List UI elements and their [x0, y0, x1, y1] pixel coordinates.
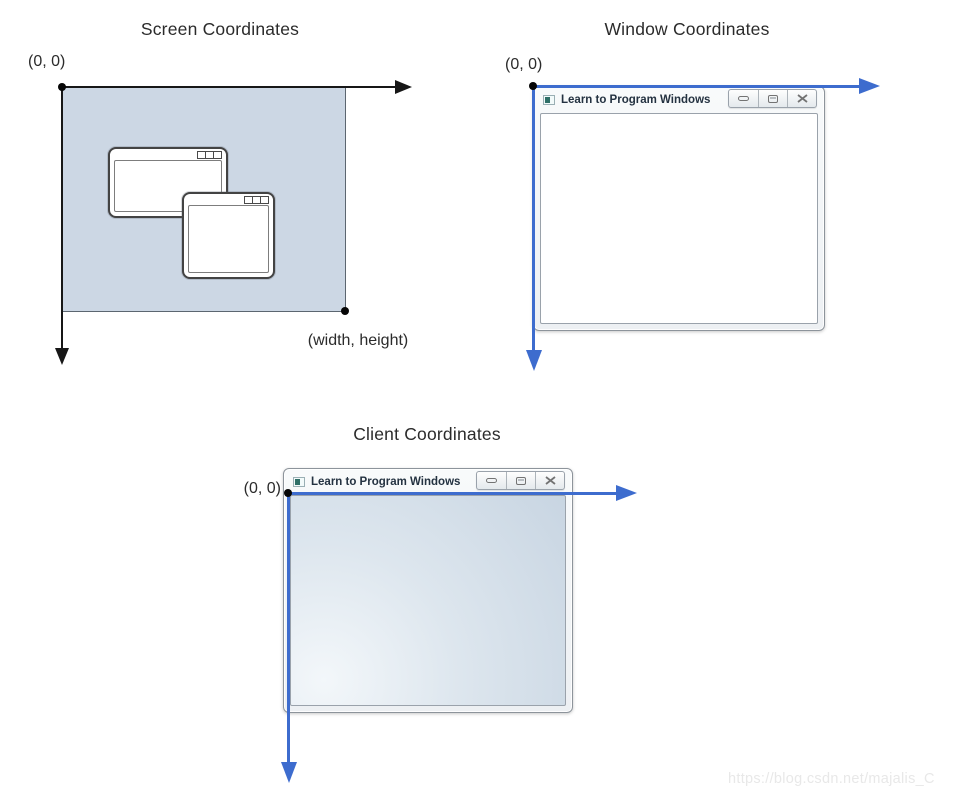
close-icon: [544, 476, 556, 485]
app-window: Learn to Program Windows: [533, 86, 825, 331]
maximize-button: [506, 472, 535, 489]
maximize-button: [758, 90, 787, 107]
minimize-button: [729, 90, 758, 107]
screen-x-axis: [62, 86, 398, 88]
minimize-button: [477, 472, 506, 489]
window-origin-dot: [529, 82, 537, 90]
caption-buttons: [476, 471, 565, 490]
caption-buttons: [728, 89, 817, 108]
screen-x-axis-arrowhead: [395, 80, 412, 94]
window-x-axis: [533, 85, 861, 88]
mini-caption-buttons: [197, 151, 222, 159]
mini-window-front: [182, 192, 275, 279]
client-coordinates-title: Client Coordinates: [353, 424, 501, 444]
mini-window-button: [260, 196, 269, 204]
screen-y-axis-arrowhead: [55, 348, 69, 365]
mini-caption-buttons: [244, 196, 269, 204]
client-area: [540, 113, 818, 324]
window-x-axis-arrowhead: [859, 78, 880, 94]
mini-client-area: [188, 205, 269, 273]
client-area: [290, 495, 566, 706]
window-title-text: Learn to Program Windows: [311, 476, 461, 488]
app-icon: [293, 477, 305, 487]
window-title-text: Learn to Program Windows: [561, 94, 711, 106]
minimize-icon: [486, 478, 497, 483]
client-x-axis: [288, 492, 618, 495]
screen-y-axis: [61, 87, 63, 350]
window-origin-label: (0, 0): [505, 56, 543, 73]
client-x-axis-arrowhead: [616, 485, 637, 501]
window-y-axis: [532, 86, 535, 352]
client-origin-dot: [284, 489, 292, 497]
close-button: [787, 90, 816, 107]
screen-coordinates-title: Screen Coordinates: [140, 19, 300, 39]
app-icon: [543, 95, 555, 105]
client-origin-label: (0, 0): [243, 480, 281, 497]
maximize-icon: [768, 94, 778, 103]
app-window-client: Learn to Program Windows: [283, 468, 573, 713]
window-coordinates-title: Window Coordinates: [604, 19, 770, 39]
close-icon: [796, 94, 808, 103]
client-y-axis-arrowhead: [281, 762, 297, 783]
window-y-axis-arrowhead: [526, 350, 542, 371]
maximize-icon: [516, 476, 526, 485]
client-y-axis: [287, 493, 290, 764]
mini-window-button: [213, 151, 222, 159]
screen-origin-label: (0, 0): [28, 53, 66, 70]
screen-origin-dot: [58, 83, 66, 91]
width-height-label: (width, height): [307, 332, 409, 349]
watermark-text: https://blog.csdn.net/majalis_C: [728, 771, 935, 787]
screen-corner-dot: [341, 307, 349, 315]
close-button: [535, 472, 564, 489]
minimize-icon: [738, 96, 749, 101]
